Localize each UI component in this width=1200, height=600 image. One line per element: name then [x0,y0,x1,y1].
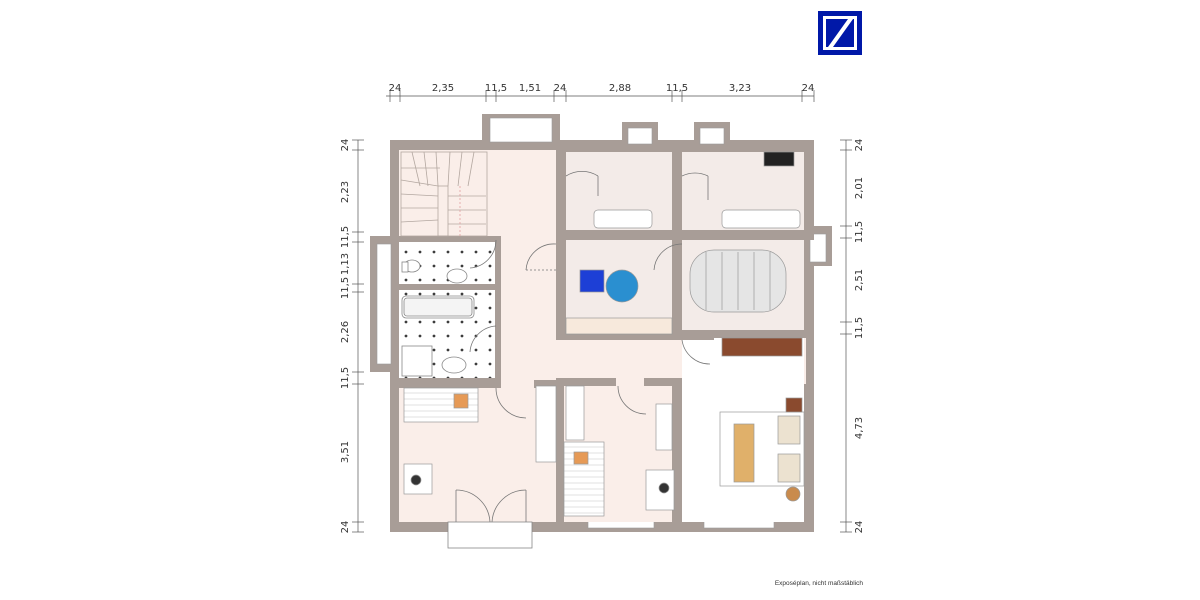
door-swing-3 [525,243,557,271]
left-dimensions: 24 2,23 11,5 1,13 11,5 2,26 11,5 3,51 24 [340,139,351,534]
dim-right-4: 2,51 [854,269,865,291]
door-swing-2 [681,172,709,177]
dim-top-1: 24 [389,83,402,94]
desk-chair-1 [403,463,433,495]
entrance-door [455,489,527,523]
radiator-2 [721,209,801,229]
wardrobe [721,337,803,357]
plan-caption: Exposéplan, nicht maßstäblich [774,580,863,587]
cabinet [655,403,673,451]
dim-top-7: 11,5 [666,83,688,94]
dim-top-6: 2,88 [609,83,631,94]
staircase [400,151,488,237]
dim-left-3: 11,5 [340,226,351,248]
electric-panel-icon [763,151,795,167]
dim-right-7: 24 [854,521,865,534]
door-swing-5 [469,239,497,269]
nightstand [785,397,803,413]
wardrobe-3 [565,385,585,441]
entrance-step [447,521,533,549]
sink-2-icon [441,356,467,374]
bathroom-fixtures [401,259,475,377]
dim-right-2: 2,01 [854,177,865,199]
door-swing-9 [617,385,647,415]
doors [455,170,711,523]
dim-left-4: 1,13 [340,253,351,275]
dim-left-7: 11,5 [340,367,351,389]
dim-left-8: 3,51 [340,441,351,463]
dim-left-2: 2,23 [340,181,351,203]
wardrobe-2 [535,385,557,463]
dim-right-1: 24 [854,139,865,152]
deutsche-bank-logo [818,11,862,55]
dim-right-3: 11,5 [854,221,865,243]
door-swing-7 [681,339,711,365]
water-tank-icon [605,269,639,303]
heater-unit [579,269,605,293]
dim-left-5: 11,5 [340,277,351,299]
dim-left-9: 24 [340,521,351,534]
dim-top-4: 1,51 [519,83,541,94]
dim-right-5: 11,5 [854,317,865,339]
dim-top-5: 24 [554,83,567,94]
sink-icon [446,268,468,284]
radiator-1 [593,209,653,229]
dim-left-1: 24 [340,139,351,152]
door-swing-6 [469,325,497,353]
windows [376,117,827,529]
dim-top-2: 2,35 [432,83,454,94]
dim-top-8: 3,23 [729,83,751,94]
dim-left-6: 2,26 [340,321,351,343]
dim-top-9: 24 [802,83,815,94]
dim-top-3: 11,5 [485,83,507,94]
furniture [403,151,805,517]
door-swing-4 [653,243,683,271]
door-swing-1 [565,170,599,177]
interior-walls [392,146,814,530]
door-swing-8 [495,387,527,419]
shower-icon [401,345,433,377]
top-dimensions: 24 2,35 11,5 1,51 24 2,88 11,5 3,23 24 [389,83,815,94]
right-dimensions: 24 2,01 11,5 2,51 11,5 4,73 24 [854,139,865,534]
dim-right-6: 4,73 [854,417,865,439]
dimension-lines [352,90,852,533]
